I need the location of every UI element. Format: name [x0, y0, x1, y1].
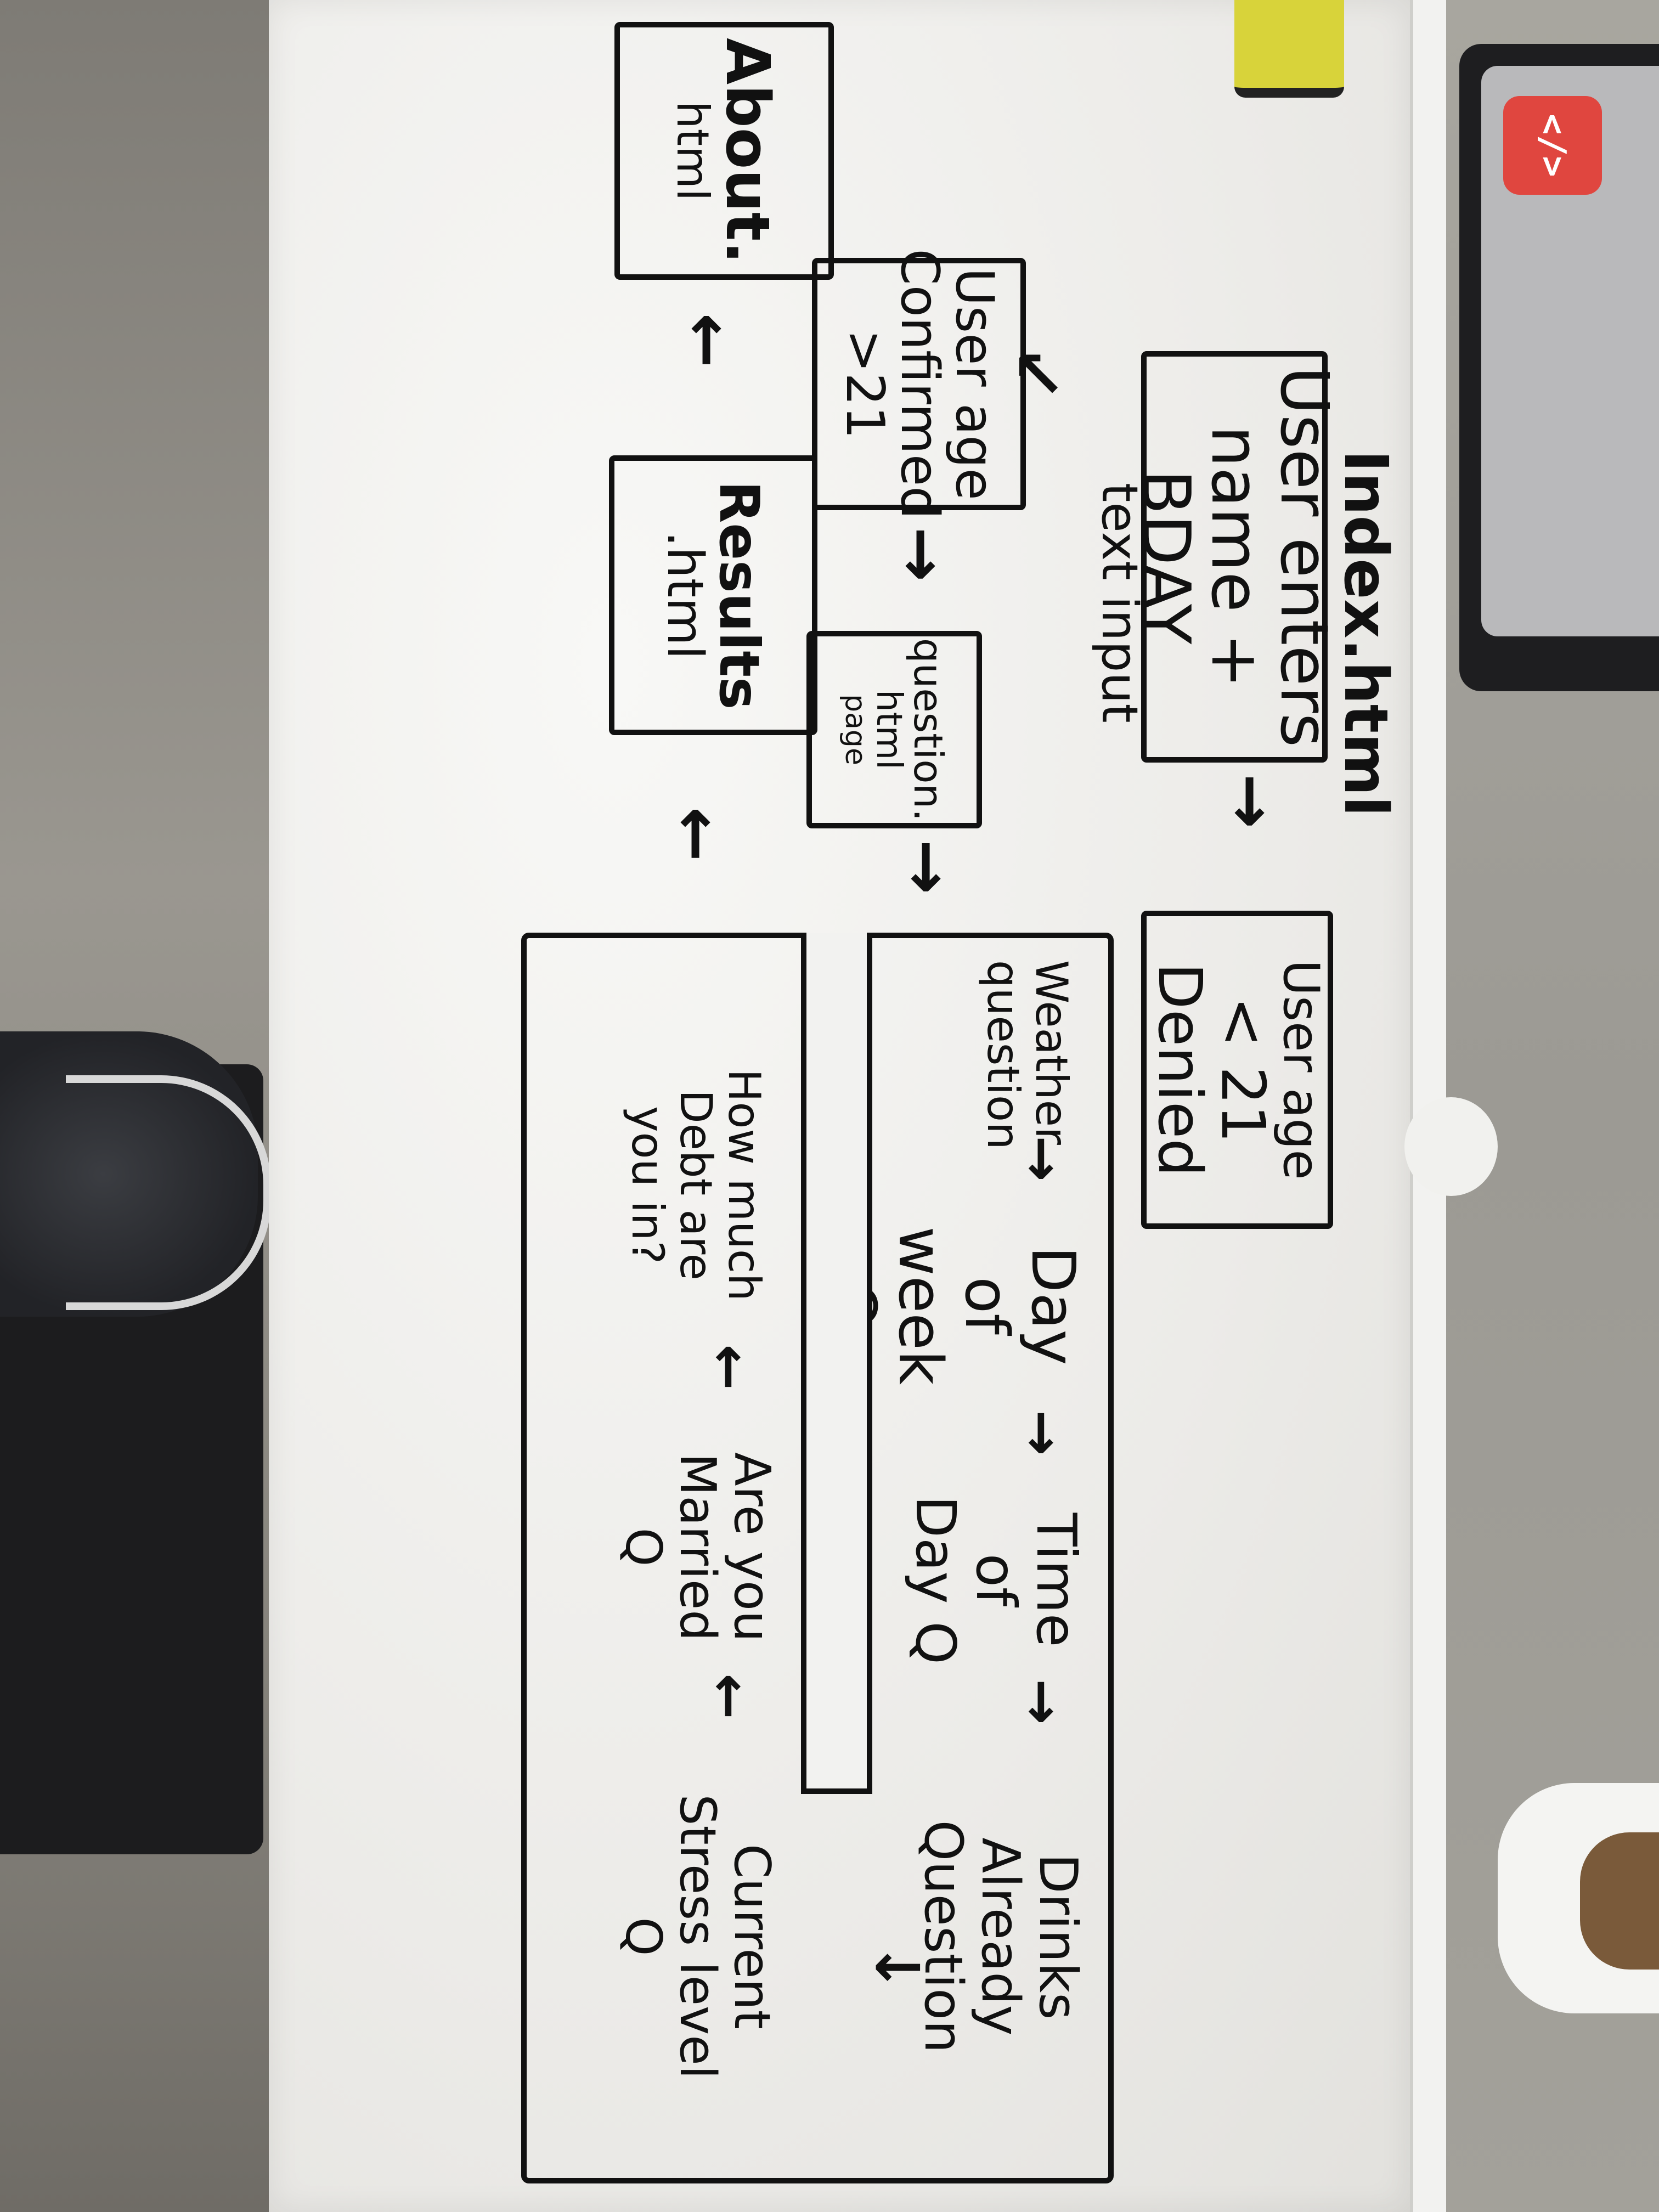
text-input-label: text input	[1091, 483, 1148, 723]
flow-arrow-3: →	[1011, 1679, 1075, 1725]
tape-wad	[1404, 1097, 1498, 1196]
flow-drinks: Drinks Already Question	[913, 1820, 1088, 2053]
about-line-1: About.	[712, 37, 783, 264]
results-line-1: Results	[707, 481, 771, 710]
arrow-flow-to-results: ←	[659, 806, 735, 862]
confirmed-line-1: User age	[944, 268, 1005, 500]
arrow-question-to-flow: →	[889, 839, 966, 895]
whiteboard-diagram: Index.html User enters name + BDAY text …	[269, 0, 1410, 2212]
entry-line-2: name + BDAY	[1127, 425, 1273, 689]
flow-debt-question: How much Debt are you in?	[622, 1069, 770, 1301]
flow-time-of-day: Time of Day Q	[904, 1496, 1088, 1664]
flow-arrow-5: ←	[698, 1673, 762, 1719]
code-sticker-icon: </>	[1503, 96, 1602, 195]
confirmed-box: User age Confirmed >21	[812, 249, 1026, 520]
sneaker-sole	[66, 1075, 271, 1310]
flow-arrow-1: →	[1011, 1136, 1075, 1182]
flow-arrow-2: →	[1011, 1410, 1075, 1456]
denied-line-2: < 21	[1208, 996, 1279, 1143]
confirmed-line-3: >21	[834, 329, 895, 439]
question-line-3: page	[838, 694, 872, 765]
entry-line-1: User enters	[1266, 366, 1342, 748]
flow-stress: Current Stress level Q	[614, 1794, 781, 2079]
arrow-entry-to-denied: →	[1213, 774, 1289, 829]
denied-line-1: User age	[1272, 960, 1330, 1180]
coffee-liquid	[1580, 1832, 1659, 1970]
results-box: Results .html	[609, 455, 817, 735]
flow-arrow-4: ←	[698, 1344, 762, 1390]
question-flow-box: Weather question → Day of week Q → Time …	[521, 933, 1114, 2183]
question-box: question. html page	[806, 631, 982, 828]
arrow-results-to-about: ←	[670, 313, 746, 368]
flow-married: Are you Married Q	[614, 1452, 781, 1642]
entry-box: User enters name + BDAY	[1127, 351, 1342, 763]
flow-weather: Weather question	[978, 960, 1077, 1150]
arrow-confirmed-to-question: →	[884, 527, 960, 582]
denied-box: User age < 21 Denied	[1141, 911, 1333, 1229]
question-line-1: question.	[905, 638, 951, 821]
confirmed-line-2: Confirmed	[889, 249, 950, 520]
question-line-2: html	[868, 690, 910, 770]
about-line-2: html	[667, 100, 719, 201]
denied-line-3: Denied	[1144, 962, 1215, 1177]
flow-divider	[801, 933, 872, 1794]
whiteboard-eraser	[1234, 0, 1344, 98]
flow-arrow-down: ↓	[862, 1942, 932, 1993]
about-box: About. html	[614, 22, 834, 280]
results-line-2: .html	[656, 531, 714, 659]
index-title: Index.html	[1331, 450, 1401, 817]
